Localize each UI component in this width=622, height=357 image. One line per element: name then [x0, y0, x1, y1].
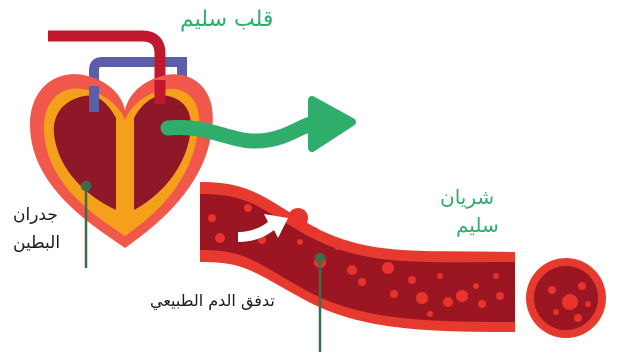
- healthy-artery-label-line1: شريان: [440, 186, 494, 208]
- artery-cross-section: [526, 258, 606, 338]
- healthy-artery-label-line2: سليم: [456, 214, 499, 236]
- healthy-heart-label: قلب سليم: [180, 8, 273, 32]
- ventricle-walls-label-line2: البطين: [13, 234, 60, 253]
- blood-flow-dot: [316, 254, 324, 262]
- ventricle-walls-label-line1: جدران: [13, 206, 58, 225]
- normal-blood-flow-label: تدفق الدم الطبيعي: [150, 292, 275, 310]
- ventricle-walls-dot: [82, 182, 90, 190]
